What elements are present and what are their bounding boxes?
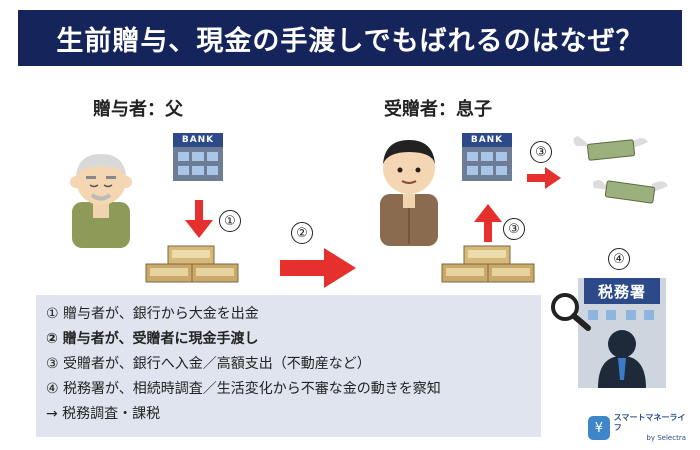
arrow-down-icon xyxy=(185,200,213,238)
magnifier-icon xyxy=(551,293,591,331)
flying-money-icon xyxy=(573,136,648,161)
father-illustration xyxy=(70,154,132,248)
step-number: ② xyxy=(291,222,313,244)
page-title: 生前贈与、現金の手渡しでもばれるのはなぜ？ xyxy=(18,10,682,66)
step-text: ② 贈与者が、受贈者に現金手渡し xyxy=(46,331,259,347)
step-number: ④ xyxy=(608,248,630,270)
cash-stack-icon xyxy=(441,245,535,283)
bank-icon: BANK xyxy=(173,133,223,181)
steps-box: ① 贈与者が、銀行から大金を出金 ② 贈与者が、受贈者に現金手渡し ③ 受贈者が… xyxy=(36,295,541,437)
receiver-label: 受贈者：息子 xyxy=(384,99,492,120)
step-text: ④ 税務署が、相続時調査／生活変化から不審な金の動きを察知 xyxy=(46,381,441,397)
arrow-right-icon xyxy=(527,167,561,189)
son-illustration xyxy=(380,140,438,246)
arrow-up-icon xyxy=(474,204,502,242)
tax-office-building: 税務署 xyxy=(578,278,666,388)
arrow-right-icon xyxy=(280,248,356,288)
step-text: ① 贈与者が、銀行から大金を出金 xyxy=(46,306,259,322)
step-number: ① xyxy=(219,210,241,232)
brand-logo: ¥ スマートマネーライフ by Selectra xyxy=(588,413,686,443)
step-text: ③ 受贈者が、銀行へ入金／高額支出（不動産など） xyxy=(46,356,371,372)
piggy-bank-icon: ¥ xyxy=(588,416,610,440)
step-number: ③ xyxy=(530,141,552,163)
step-number: ③ xyxy=(503,218,525,240)
flying-money-icon xyxy=(592,180,668,204)
tax-office-sign: 税務署 xyxy=(584,278,660,304)
cash-stack-icon xyxy=(145,245,239,283)
giver-label: 贈与者：父 xyxy=(93,99,183,120)
step-text: → 税務調査・課税 xyxy=(46,406,161,422)
bank-icon: BANK xyxy=(462,133,512,181)
